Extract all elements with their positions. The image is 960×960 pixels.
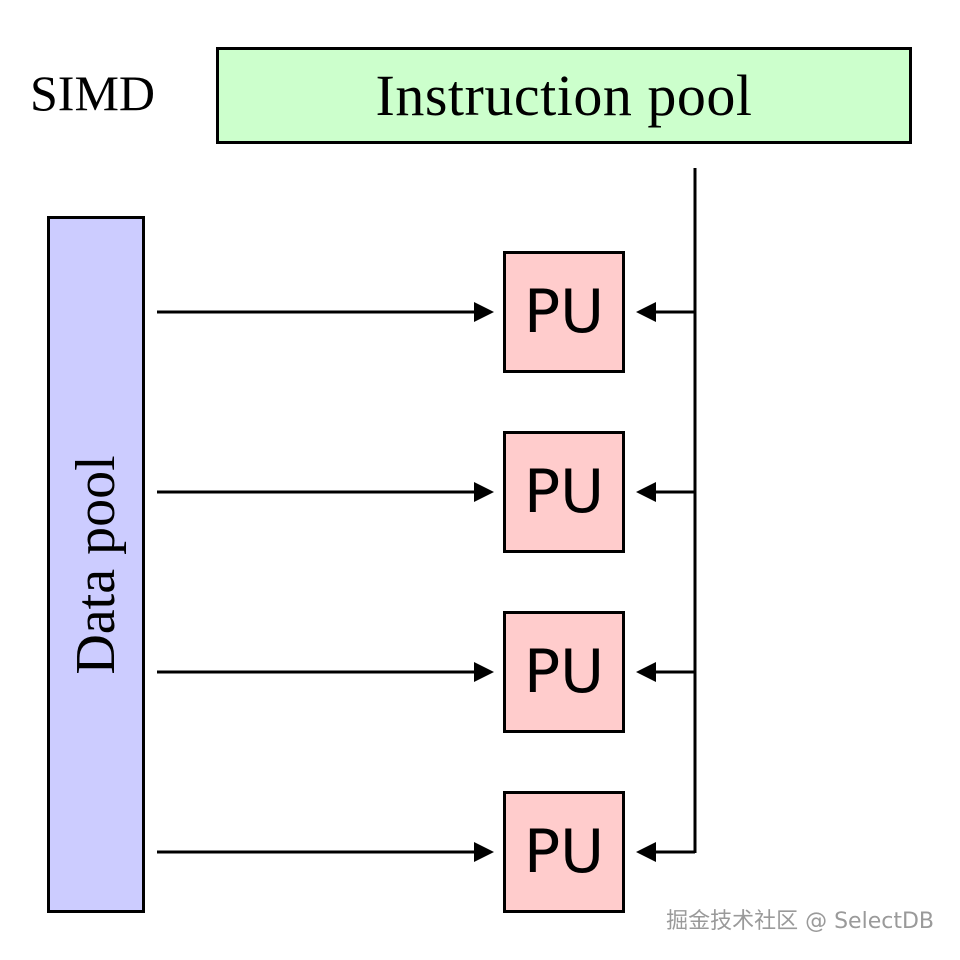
- pu-label-4: PU: [523, 817, 605, 887]
- pu-box-4: PU: [503, 791, 625, 913]
- simd-label: SIMD: [30, 65, 156, 121]
- pu-label-1: PU: [523, 277, 605, 347]
- instruction-arrows: [636, 302, 695, 862]
- data-pool-box: Data pool: [47, 216, 145, 913]
- instruction-pool-box: Instruction pool: [216, 47, 912, 144]
- pu-box-2: PU: [503, 431, 625, 553]
- pu-label-2: PU: [523, 457, 605, 527]
- pu-box-1: PU: [503, 251, 625, 373]
- data-arrows: [157, 302, 494, 862]
- pu-label-3: PU: [523, 637, 605, 707]
- watermark: 掘金技术社区 @ SelectDB: [666, 909, 934, 934]
- pu-box-3: PU: [503, 611, 625, 733]
- instruction-pool-label: Instruction pool: [375, 63, 753, 128]
